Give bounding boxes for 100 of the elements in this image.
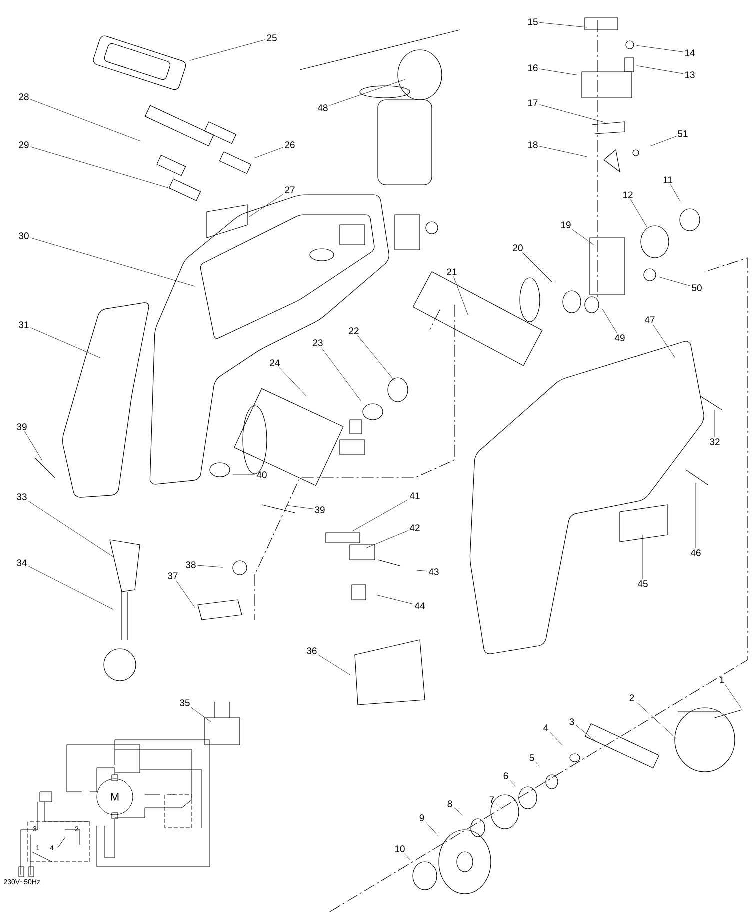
callout-number: 29	[19, 142, 29, 148]
leader-line	[232, 474, 256, 476]
callout-number: 34	[17, 560, 27, 566]
leader-line	[366, 530, 409, 548]
leader-line	[550, 732, 563, 746]
leader-line	[539, 104, 606, 123]
callout-number: 37	[168, 572, 178, 580]
callout-number: 31	[19, 322, 29, 328]
callout-number: 39	[17, 424, 27, 430]
callout-number: 19	[561, 222, 571, 228]
leader-line	[602, 309, 618, 334]
leader-line	[539, 68, 578, 76]
callout-number: 1	[720, 676, 724, 684]
leader-line	[660, 277, 691, 286]
callout-number: 15	[528, 18, 538, 26]
leader-line	[318, 655, 351, 676]
leader-line	[28, 566, 114, 610]
leader-line	[536, 762, 540, 767]
callout-number: 12	[623, 192, 633, 198]
leader-line	[176, 580, 196, 608]
callout-number: 9	[420, 814, 424, 822]
leader-line	[30, 238, 196, 287]
callout-number: 7	[490, 796, 494, 804]
callout-number: 41	[410, 492, 420, 500]
callout-number: 10	[395, 846, 405, 852]
leader-line	[254, 147, 284, 158]
callout-number: 35	[180, 700, 190, 706]
callout-number: 17	[528, 100, 538, 106]
leader-line	[510, 780, 516, 787]
callout-number: 40	[256, 472, 267, 478]
callout-number: 45	[638, 580, 648, 588]
leader-line	[248, 194, 284, 218]
leader-line	[30, 146, 170, 189]
callout-number: 42	[410, 524, 420, 532]
leader-line	[404, 854, 411, 861]
callout-number: 22	[349, 328, 359, 334]
callout-number: 48	[318, 104, 328, 112]
leader-line	[522, 252, 553, 283]
leader-line	[352, 500, 409, 532]
leader-line	[630, 200, 648, 228]
leader-line	[376, 595, 414, 605]
callout-number: 3	[570, 718, 574, 726]
leader-line	[652, 324, 676, 358]
callout-number: 2	[630, 694, 634, 702]
callout-number: 8	[448, 800, 452, 808]
leader-line	[636, 66, 684, 74]
leader-line	[30, 99, 141, 142]
leader-line	[329, 79, 406, 106]
leader-line	[358, 336, 396, 382]
callout-number: 43	[428, 568, 439, 576]
callout-number: 28	[19, 94, 29, 100]
callout-number: 38	[186, 562, 196, 568]
callout-number: 6	[504, 772, 508, 780]
leader-line	[496, 804, 502, 809]
callout-number: 46	[690, 550, 701, 556]
motor-symbol-label: M	[111, 793, 119, 801]
leader-line	[28, 501, 114, 558]
callout-number: 4	[544, 724, 548, 732]
leader-line	[650, 136, 676, 146]
leader-line	[190, 40, 266, 61]
callout-number: 5	[530, 754, 534, 762]
leader-line	[725, 684, 742, 708]
leader-line	[416, 570, 428, 572]
callout-number: 27	[285, 186, 295, 194]
leader-line	[286, 505, 314, 510]
callout-number: 18	[528, 142, 538, 148]
leader-line	[30, 328, 101, 358]
callout-number: 20	[513, 244, 523, 252]
leader-line	[670, 184, 681, 202]
callout-number: 49	[614, 334, 625, 342]
leader-line	[576, 725, 596, 742]
callout-number: 13	[685, 72, 695, 78]
leader-line	[539, 146, 588, 158]
leader-line	[539, 22, 588, 28]
leader-line	[642, 534, 644, 580]
callout-number: 50	[692, 284, 702, 292]
callout-number: 11	[664, 176, 672, 184]
callout-number: 21	[447, 268, 457, 276]
callout-number: 25	[267, 34, 277, 42]
callout-number: 32	[710, 438, 720, 446]
leader-line	[636, 702, 676, 739]
leader-line	[454, 276, 468, 316]
callout-number: 51	[678, 130, 688, 138]
leader-line	[279, 368, 307, 397]
leader-line	[426, 822, 439, 836]
callout-number: 36	[307, 648, 317, 654]
callout-number: 47	[644, 316, 655, 324]
callout-number: 16	[528, 64, 538, 72]
leader-line	[454, 807, 464, 816]
leader-line	[714, 410, 716, 438]
callout-number: 23	[313, 340, 323, 346]
callout-number: 44	[414, 602, 425, 610]
callout-number: 39	[315, 506, 325, 514]
callout-number: 33	[17, 494, 27, 500]
leader-line	[191, 708, 212, 722]
leader-line	[24, 432, 43, 461]
callout-number: 30	[19, 232, 29, 240]
callout-number: 14	[685, 50, 695, 56]
callout-number: 26	[285, 142, 295, 148]
leader-line	[572, 230, 594, 246]
